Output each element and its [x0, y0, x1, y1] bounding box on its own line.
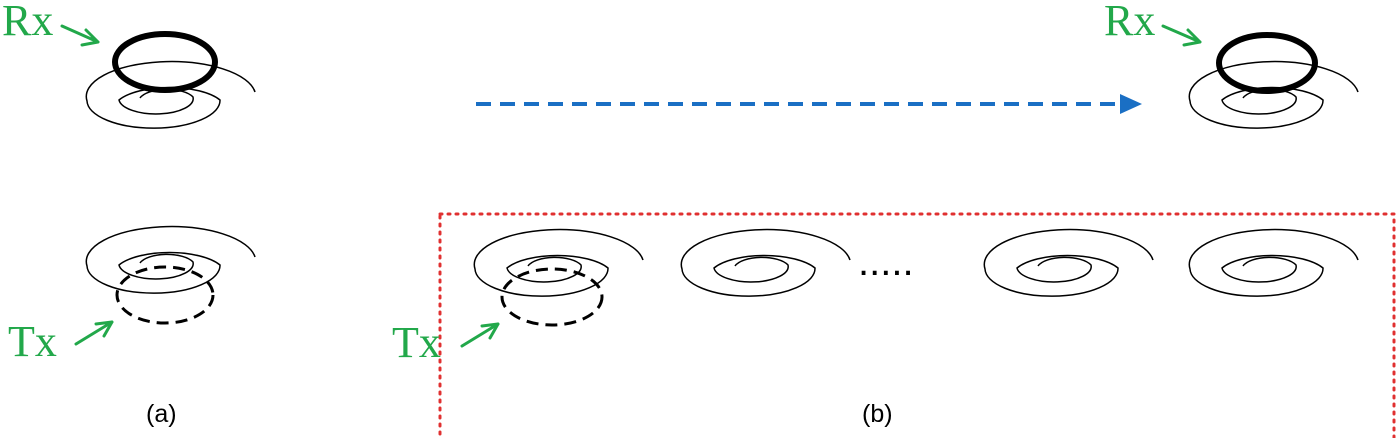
tx-array-spiral-1-icon: [473, 228, 644, 297]
movement-arrow-icon: [1120, 94, 1142, 114]
panel-a: Rx Tx (a): [2, 0, 256, 428]
tx-array-spiral-2-icon: [680, 228, 851, 297]
receiver-spiral-coil-icon-right: [1188, 60, 1359, 129]
tx-pointer-arrow: [74, 320, 114, 346]
transmitter-array-region: [438, 212, 1396, 438]
tx-pointer-arrow-array: [460, 322, 500, 348]
tx-label-array: Tx: [392, 318, 441, 367]
tx-array-spiral-3-icon: [983, 228, 1154, 297]
rx-coil-ring: [112, 31, 218, 93]
transmitter-spiral-coil-icon: [85, 225, 256, 294]
panel-b-caption: (b): [862, 400, 893, 428]
rx-pointer-arrow-right: [1161, 24, 1202, 47]
rx-coil-ring-right: [1216, 32, 1318, 94]
rx-pointer-arrow: [60, 24, 100, 47]
panel-a-caption: (a): [146, 400, 177, 428]
array-ellipsis: .....: [858, 240, 914, 284]
tx-array-spiral-4-icon: [1188, 228, 1359, 297]
tx-label: Tx: [8, 317, 57, 366]
rx-label-right: Rx: [1104, 0, 1155, 45]
tx-coil-ring: [115, 265, 215, 325]
receiver-spiral-coil-icon: [85, 60, 256, 129]
panel-b: Rx ..... Tx (b): [392, 0, 1396, 438]
rx-label: Rx: [2, 0, 53, 45]
tx-coil-ring-array: [500, 267, 604, 327]
